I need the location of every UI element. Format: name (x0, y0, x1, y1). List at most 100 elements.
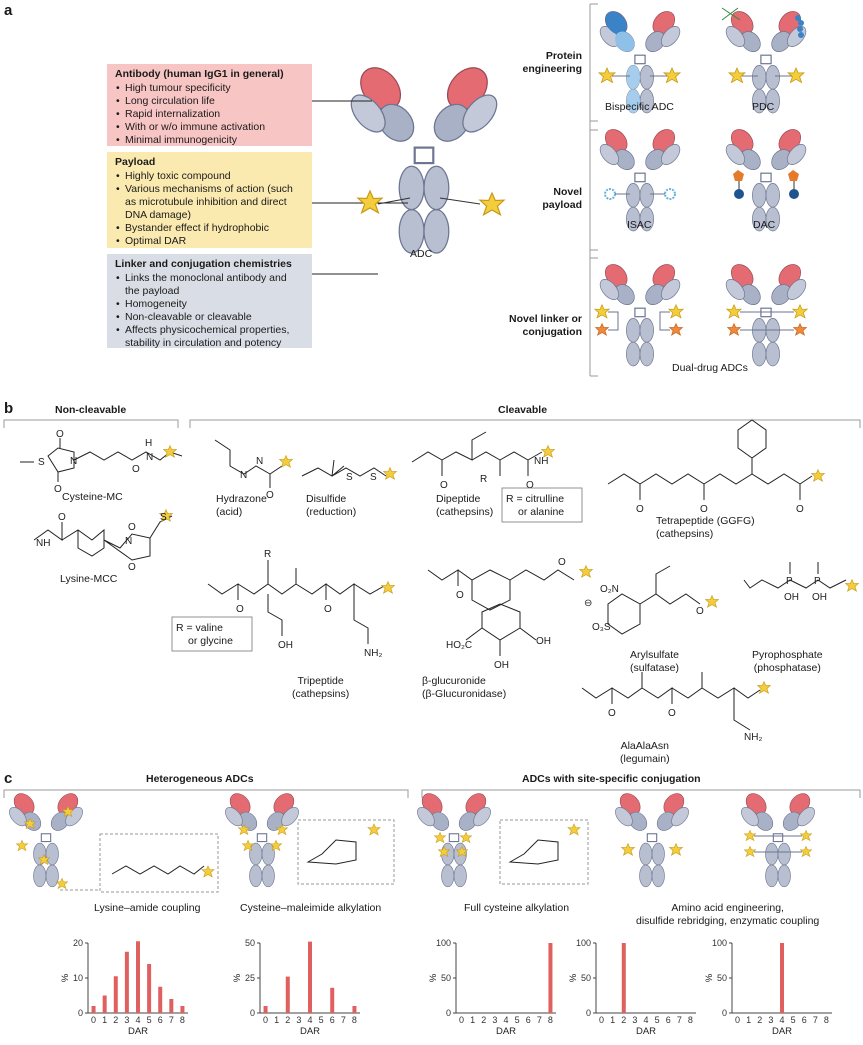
x-tick-label: 1 (746, 1015, 751, 1025)
x-tick-label: 0 (459, 1015, 464, 1025)
svg-text:O: O (56, 429, 64, 440)
x-tick-label: 0 (263, 1015, 268, 1025)
x-tick-label: 2 (285, 1015, 290, 1025)
antibody-box-title: Antibody (human IgG1 in general) (115, 68, 284, 80)
list-item: Highly toxic compound (116, 170, 304, 183)
svg-text:NH: NH (36, 538, 50, 549)
variant-label: Dual-drug ADCs (672, 362, 748, 374)
chart-bar (147, 964, 152, 1013)
svg-text:NH: NH (534, 456, 548, 467)
x-tick-label: 6 (330, 1015, 335, 1025)
structure-name: Arylsulfate (sulfatase) (630, 649, 679, 674)
list-item: Bystander effect if hydrophobic (116, 222, 304, 235)
svg-text:P: P (814, 576, 821, 587)
svg-text:OH: OH (278, 640, 293, 651)
x-tick-label: 1 (610, 1015, 615, 1025)
y-tick-label: 0 (586, 1008, 591, 1018)
list-item: Optimal DAR (116, 235, 304, 248)
y-tick-label: 50 (441, 973, 451, 983)
svg-text:OH: OH (784, 592, 799, 603)
x-tick-label: 8 (824, 1015, 829, 1025)
svg-text:S: S (346, 472, 353, 483)
chart-bar (621, 943, 626, 1013)
svg-text:OH: OH (536, 636, 551, 647)
linker-list: Links the monoclonal antibody and the pa… (115, 272, 304, 350)
x-tick-label: 7 (677, 1015, 682, 1025)
sitespecific-header: ADCs with site-specific conjugation (522, 773, 701, 785)
y-tick-label: 50 (717, 973, 727, 983)
structure-name: β-glucuronide (β-Glucuronidase) (422, 675, 506, 700)
structure-title: Dipeptide (436, 493, 481, 505)
list-item: High tumour specificity (116, 82, 304, 95)
x-tick-label: 7 (537, 1015, 542, 1025)
chart-bar (136, 941, 140, 1013)
svg-text:NH₂: NH₂ (364, 648, 382, 659)
x-tick-label: 4 (643, 1015, 648, 1025)
structure-title: β-glucuronide (422, 675, 486, 687)
y-tick-label: 50 (581, 973, 591, 983)
svg-text:OH: OH (812, 592, 827, 603)
svg-text:O: O (696, 606, 704, 617)
x-tick-label: 5 (791, 1015, 796, 1025)
structure-enzyme: (legumain) (620, 752, 670, 765)
list-item: Non-cleavable or cleavable (116, 311, 304, 324)
method-label: Full cysteine alkylation (464, 902, 570, 914)
chart-bar (780, 943, 784, 1013)
svg-text:S: S (370, 472, 377, 483)
antibody-list: High tumour specificity Long circulation… (115, 82, 304, 147)
chart-bar (285, 976, 290, 1013)
antibody-box: Antibody (human IgG1 in general) High tu… (107, 64, 312, 147)
structure-name: Tetrapeptide (GGFG) (cathepsins) (656, 515, 755, 540)
structure-name: Disulfide (reduction) (306, 493, 356, 518)
structure-enzyme: (phosphatase) (753, 661, 821, 674)
structure-title: Pyrophosphate (752, 649, 823, 661)
list-item: Rapid internalization (116, 108, 304, 121)
payload-list: Highly toxic compound Various mechanisms… (115, 170, 304, 248)
svg-text:R: R (264, 549, 271, 560)
chart-bar (113, 976, 118, 1013)
x-tick-label: 8 (688, 1015, 693, 1025)
linker-box-title: Linker and conjugation chemistries (115, 258, 292, 270)
method-line: Amino acid engineering, (671, 902, 784, 914)
structure-enzyme: (cathepsins) (436, 505, 494, 518)
list-item: Minimal immunogenicity (116, 134, 304, 147)
atom-labels: S N O O H N O NH O N O O S N N O S S O R… (36, 429, 827, 743)
structure-enzyme: (acid) (216, 505, 243, 518)
y-tick-label: 100 (712, 938, 727, 948)
method-label: Lysine–amide coupling (94, 902, 201, 914)
x-tick-label: 7 (813, 1015, 818, 1025)
degrader-icon (733, 170, 799, 199)
chart-bar (158, 986, 163, 1013)
r-group-note: R = citrulline or alanine (506, 493, 564, 518)
structure-enzyme: (β-Glucuronidase) (422, 687, 507, 700)
chart-bar (352, 1006, 357, 1013)
x-tick-label: 4 (135, 1015, 140, 1025)
svg-text:O: O (128, 522, 136, 533)
y-tick-label: 0 (250, 1008, 255, 1018)
svg-text:O: O (236, 604, 244, 615)
y-tick-label: 25 (245, 973, 255, 983)
svg-text:O: O (558, 557, 566, 568)
structure-title: Tripeptide (297, 675, 344, 687)
y-axis-label: % (428, 973, 439, 982)
chart-bar (91, 1006, 96, 1013)
x-axis-label: DAR (772, 1026, 792, 1037)
chart-bar (169, 999, 174, 1013)
y-tick-label: 20 (73, 938, 83, 948)
method-label: Cysteine–maleimide alkylation (240, 902, 382, 914)
svg-text:O: O (456, 590, 464, 601)
note-line: or alanine (518, 505, 565, 518)
note-line: or glycine (188, 634, 233, 647)
x-tick-label: 7 (169, 1015, 174, 1025)
adc-label: ADC (410, 248, 433, 260)
svg-text:O: O (266, 490, 274, 501)
structure-name: Dipeptide (cathepsins) (436, 493, 493, 518)
svg-text:OH: OH (494, 660, 509, 671)
y-tick-label: 50 (245, 938, 255, 948)
x-tick-label: 0 (735, 1015, 740, 1025)
method-line: disulfide rebridging, enzymatic coupling (636, 914, 820, 927)
x-tick-label: 0 (599, 1015, 604, 1025)
